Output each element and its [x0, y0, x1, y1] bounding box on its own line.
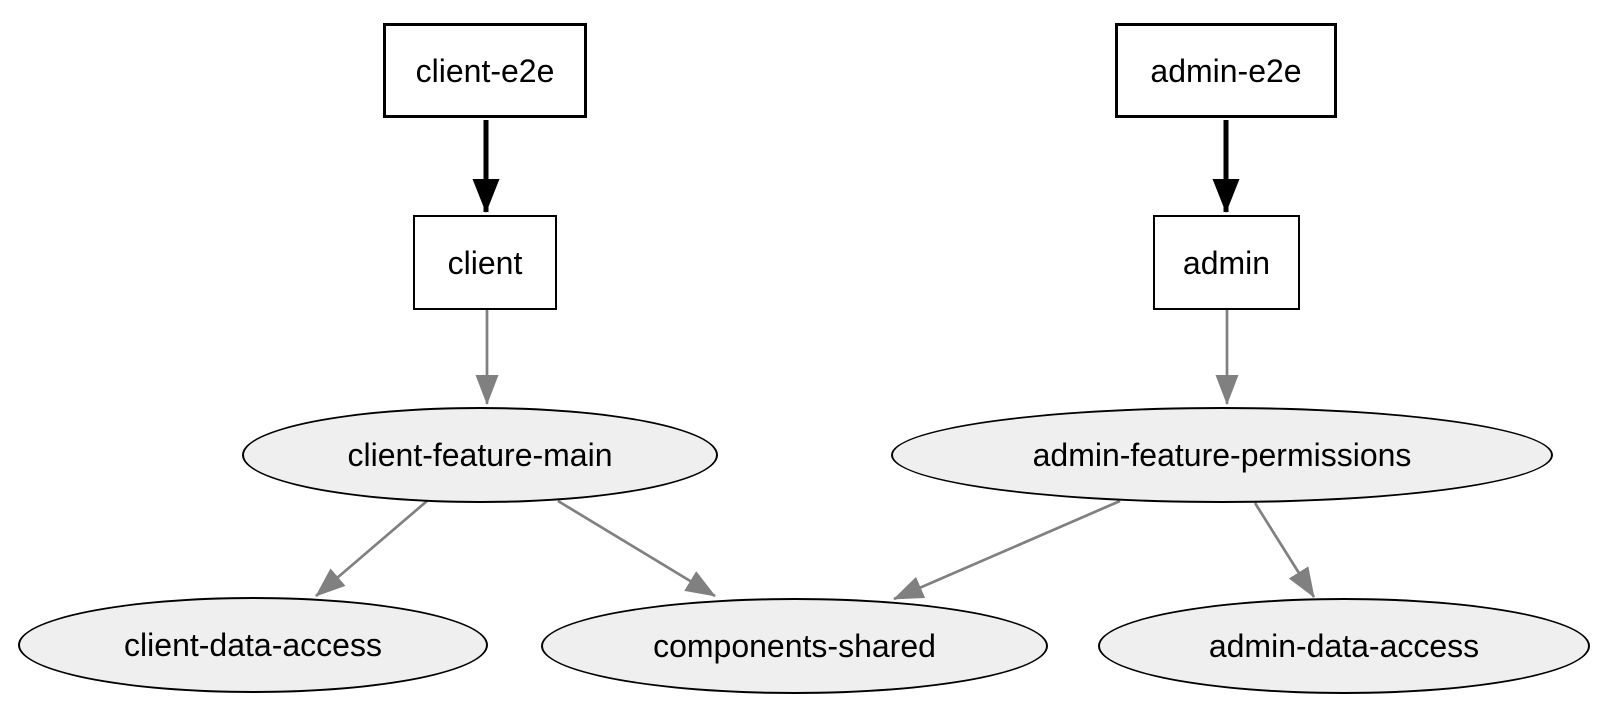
- node-client-data-access: client-data-access: [18, 597, 488, 693]
- edge-admin-feature-permissions-to-components-shared: [893, 499, 1121, 601]
- node-admin-data-access-label: admin-data-access: [1208, 628, 1480, 664]
- node-client-feature-main-label: client-feature-main: [347, 437, 613, 473]
- node-client-label: client: [447, 244, 523, 281]
- edge-admin-feature-permissions-to-admin-data-access: [1253, 502, 1316, 598]
- node-client-e2e: client-e2e: [383, 23, 587, 118]
- node-admin-e2e-label: admin-e2e: [1150, 52, 1302, 89]
- node-admin-label: admin: [1182, 244, 1271, 281]
- node-client: client: [413, 215, 557, 310]
- node-admin-e2e: admin-e2e: [1115, 23, 1337, 118]
- node-client-e2e-label: client-e2e: [415, 52, 555, 89]
- node-components-shared: components-shared: [541, 598, 1048, 694]
- node-admin-feature-permissions-label: admin-feature-permissions: [1032, 437, 1412, 473]
- node-components-shared-label: components-shared: [653, 628, 936, 664]
- edge-client-feature-main-to-components-shared: [557, 499, 716, 598]
- node-admin: admin: [1153, 215, 1300, 310]
- node-admin-data-access: admin-data-access: [1098, 598, 1590, 694]
- node-client-data-access-label: client-data-access: [124, 627, 382, 663]
- edge-client-feature-main-to-client-data-access: [315, 499, 428, 598]
- node-client-feature-main: client-feature-main: [242, 407, 718, 503]
- node-admin-feature-permissions: admin-feature-permissions: [891, 407, 1553, 503]
